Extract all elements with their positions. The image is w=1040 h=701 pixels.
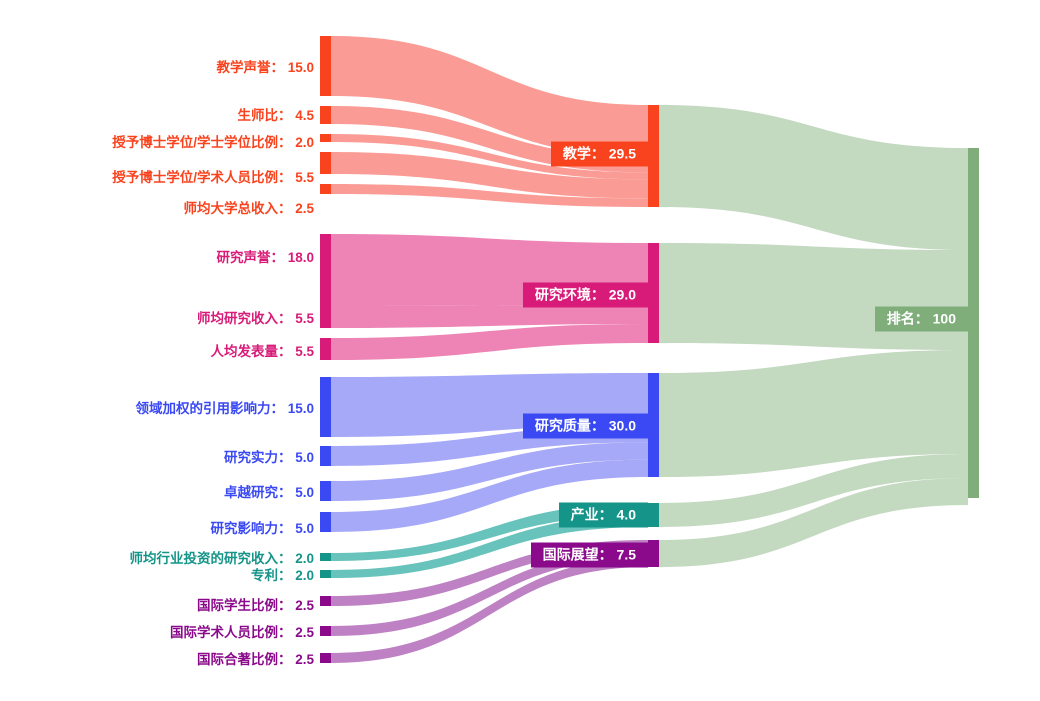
flow-卓越研究-to-研究质量[interactable]: [331, 442, 648, 501]
sankey-node-n1[interactable]: [320, 106, 331, 124]
source-label-10: 卓越研究： 5.0: [223, 485, 314, 500]
flow-师均大学总收入-to-教学[interactable]: [331, 184, 648, 207]
flow-国际展望-to-排名[interactable]: [659, 478, 968, 567]
sankey-node-n7[interactable]: [320, 338, 331, 360]
sankey-node-n2[interactable]: [320, 134, 331, 142]
sankey-node-n15[interactable]: [320, 626, 331, 636]
sankey-node-n0[interactable]: [320, 36, 331, 96]
flow-国际学生比例-to-国际展望[interactable]: [331, 540, 648, 606]
source-label-3: 授予博士学位/学术人员比例： 5.5: [112, 170, 314, 185]
sankey-node-m0[interactable]: [648, 105, 659, 207]
source-label-2: 授予博士学位/学士学位比例： 2.0: [112, 135, 314, 150]
source-label-0: 教学声誉： 15.0: [216, 60, 314, 75]
source-label-11: 研究影响力： 5.0: [210, 521, 314, 536]
sankey-node-n9[interactable]: [320, 446, 331, 466]
sankey-node-n6[interactable]: [320, 306, 331, 328]
flow-授予博士学位/学士学位比例-to-教学[interactable]: [331, 134, 648, 180]
flow-研究质量-to-排名[interactable]: [659, 350, 968, 477]
source-label-7: 人均发表量： 5.5: [210, 344, 314, 359]
stage-label-3: 产业： 4.0: [558, 502, 648, 528]
sankey-node-r0[interactable]: [968, 148, 979, 498]
source-label-8: 领域加权的引用影响力： 15.0: [135, 401, 314, 416]
source-label-16: 国际合著比例： 2.5: [196, 652, 314, 667]
flow-教学声誉-to-教学[interactable]: [331, 36, 648, 157]
stage-label-4: 国际展望： 7.5: [530, 542, 648, 568]
sankey-node-n12[interactable]: [320, 553, 331, 561]
sankey-node-m2[interactable]: [648, 373, 659, 477]
sankey-node-m1[interactable]: [648, 243, 659, 343]
stage-label-5: 排名： 100: [874, 306, 968, 332]
source-label-6: 师均研究收入： 5.5: [196, 311, 314, 326]
flow-专利-to-产业[interactable]: [331, 515, 648, 578]
flow-研究环境-to-排名[interactable]: [659, 243, 968, 350]
flow-国际合著比例-to-国际展望[interactable]: [331, 558, 648, 663]
source-label-4: 师均大学总收入： 2.5: [183, 201, 314, 216]
source-label-9: 研究实力： 5.0: [223, 450, 314, 465]
flow-研究影响力-to-研究质量[interactable]: [331, 459, 648, 532]
stage-label-1: 研究环境： 29.0: [522, 282, 648, 308]
stage-label-2: 研究质量： 30.0: [522, 413, 648, 439]
flow-教学-to-排名[interactable]: [659, 105, 968, 250]
sankey-node-n11[interactable]: [320, 512, 331, 532]
source-label-13: 专利： 2.0: [250, 568, 314, 583]
source-label-15: 国际学术人员比例： 2.5: [169, 625, 314, 640]
sankey-node-m4[interactable]: [648, 540, 659, 567]
sankey-nodes-layer: [320, 36, 979, 663]
source-label-12: 师均行业投资的研究收入： 2.0: [129, 551, 314, 566]
flow-授予博士学位/学术人员比例-to-教学[interactable]: [331, 152, 648, 199]
source-label-1: 生师比： 4.5: [237, 108, 314, 123]
sankey-node-n5[interactable]: [320, 234, 331, 306]
sankey-node-n16[interactable]: [320, 653, 331, 663]
flow-师均研究收入-to-研究环境[interactable]: [331, 305, 648, 328]
flow-产业-to-排名[interactable]: [659, 454, 968, 527]
source-label-14: 国际学生比例： 2.5: [196, 598, 314, 613]
flow-人均发表量-to-研究环境[interactable]: [331, 324, 648, 360]
sankey-node-n3[interactable]: [320, 152, 331, 174]
sankey-node-n4[interactable]: [320, 184, 331, 194]
sankey-node-n8[interactable]: [320, 377, 331, 437]
stage-label-0: 教学： 29.5: [550, 141, 648, 167]
sankey-node-n14[interactable]: [320, 596, 331, 606]
flow-国际学术人员比例-to-国际展望[interactable]: [331, 549, 648, 636]
sankey-node-m3[interactable]: [648, 503, 659, 527]
sankey-node-n13[interactable]: [320, 570, 331, 578]
source-label-5: 研究声誉： 18.0: [216, 250, 314, 265]
sankey-node-n10[interactable]: [320, 481, 331, 501]
